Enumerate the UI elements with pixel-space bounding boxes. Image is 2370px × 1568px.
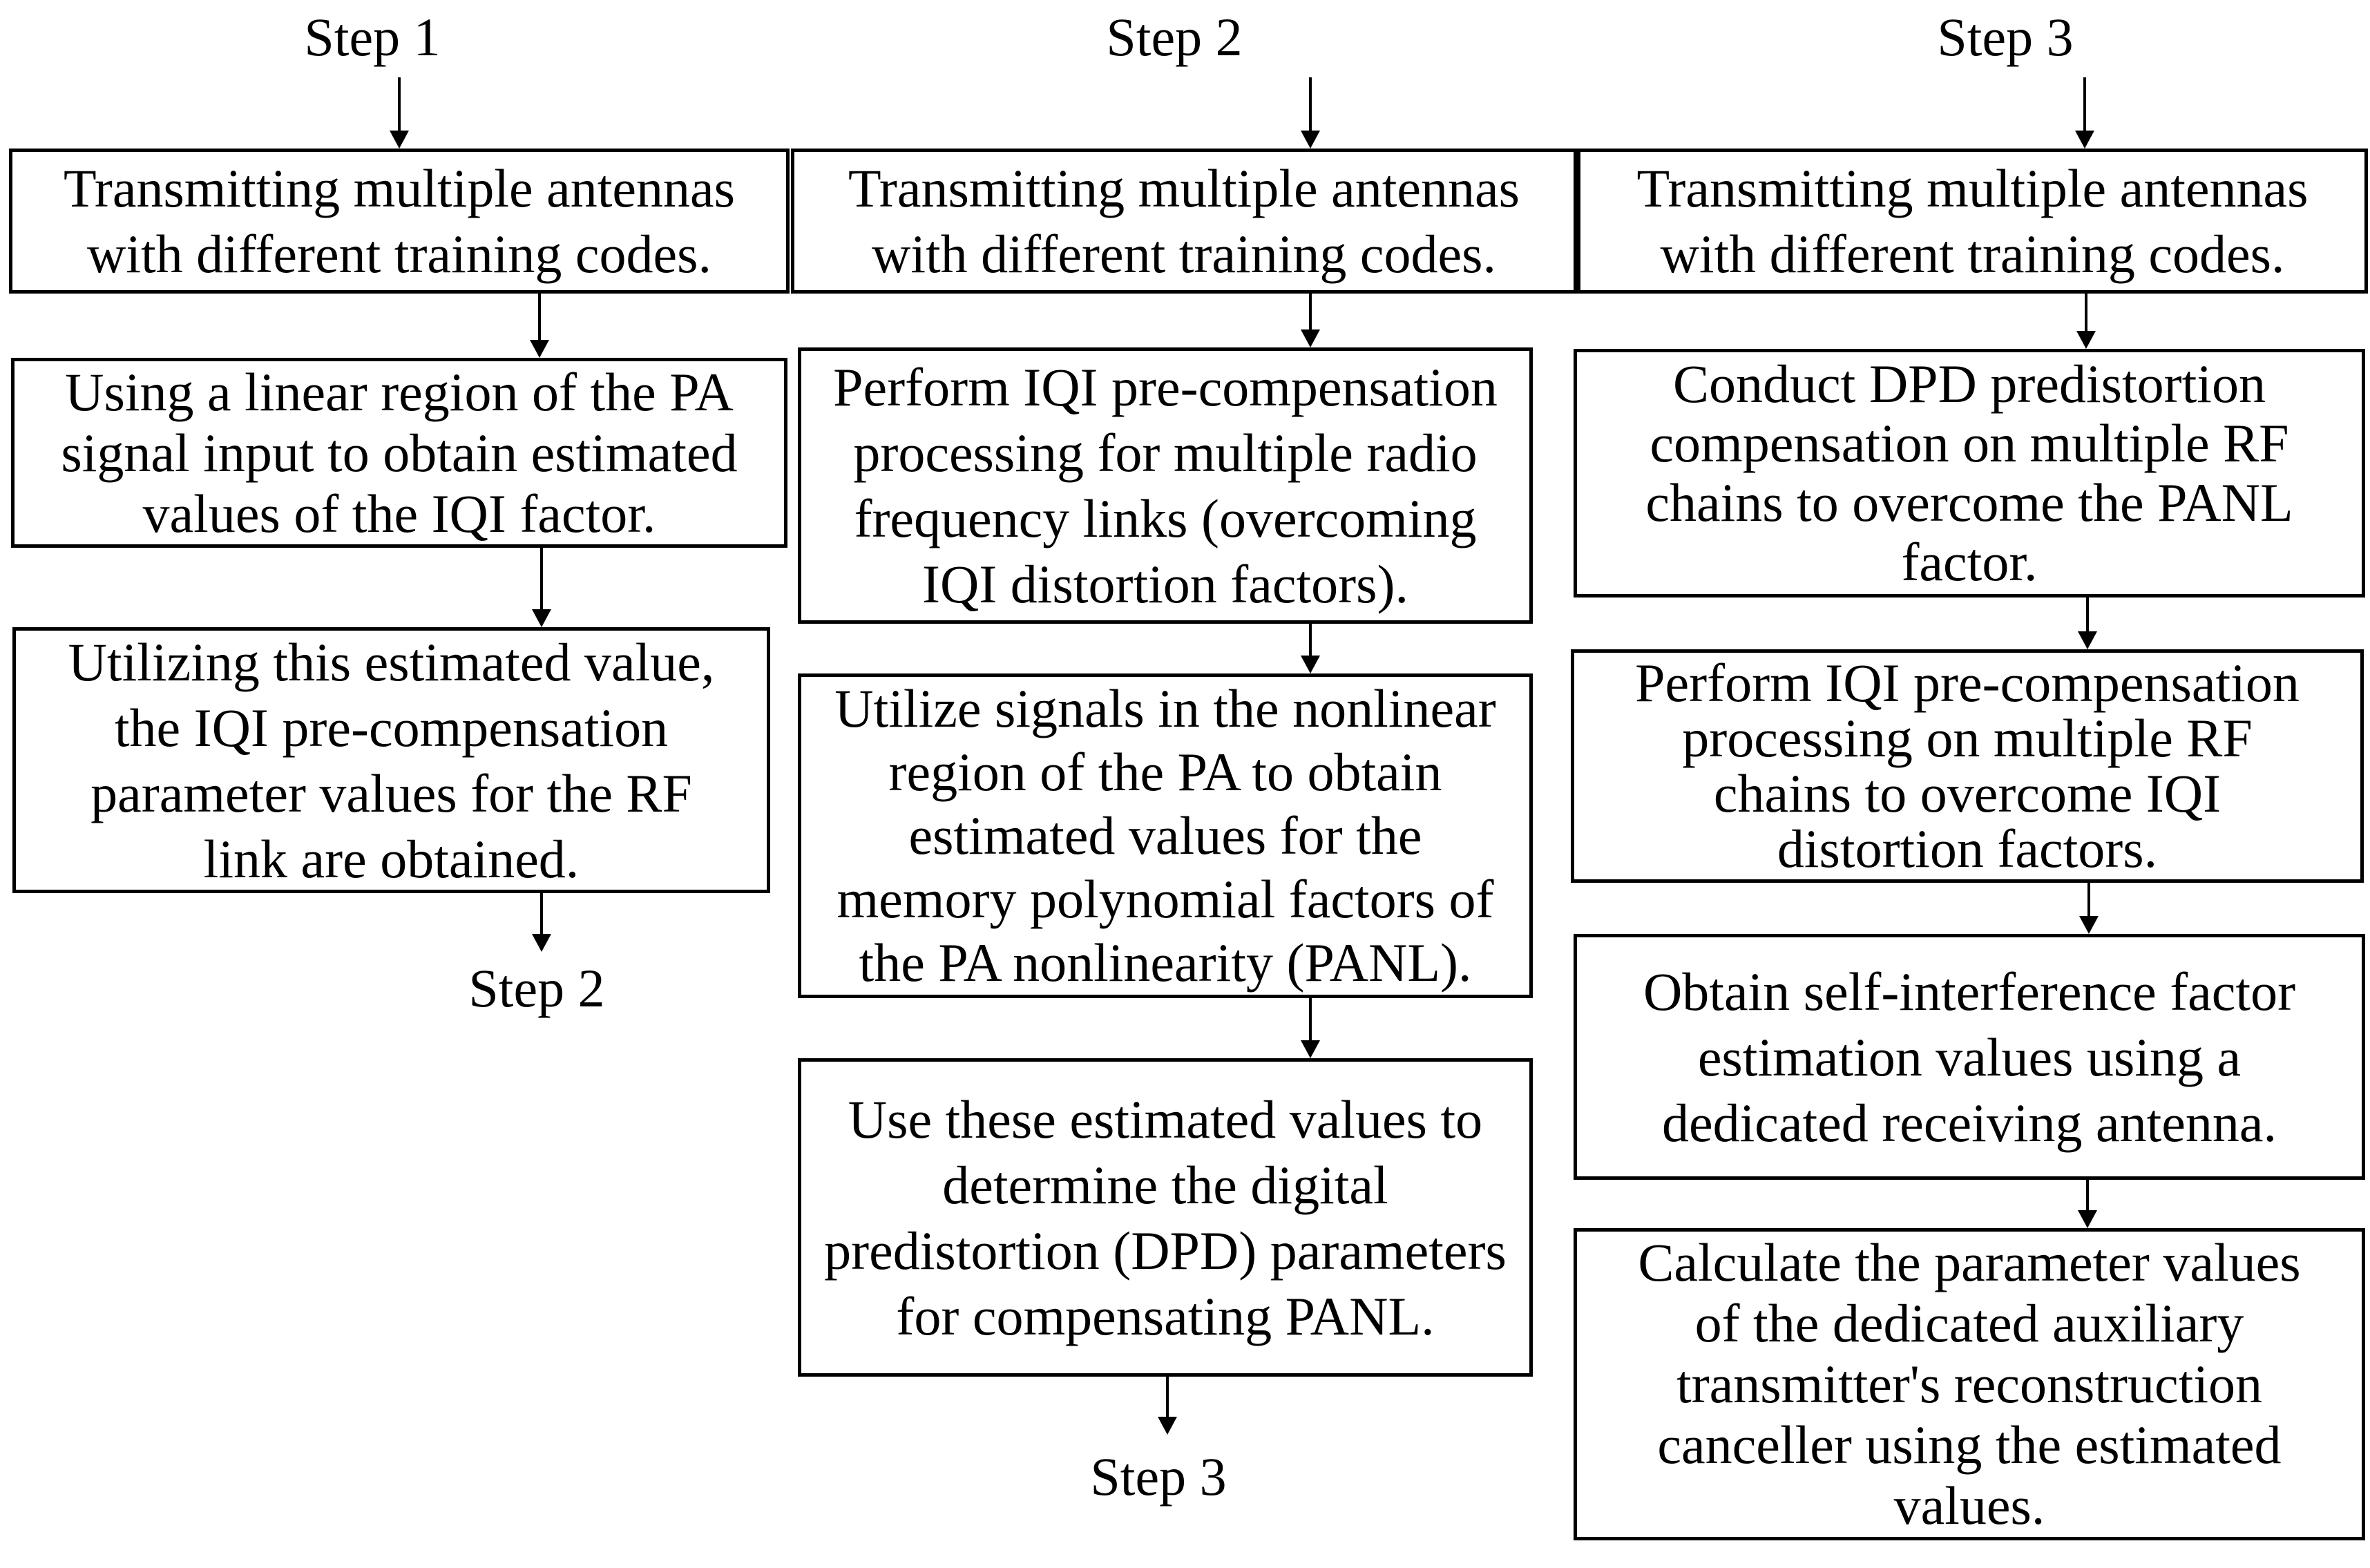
arrow-head <box>2078 631 2097 649</box>
flow-box-col1-linear-region: Using a linear region of the PA signal i… <box>11 358 787 548</box>
step-header-1: Step 1 <box>304 7 441 67</box>
arrow-shaft <box>1309 294 1312 332</box>
arrow-shaft <box>1309 998 1312 1043</box>
arrow-head <box>2079 916 2099 934</box>
arrow-head <box>390 131 409 149</box>
flow-box-col2-transmit: Transmitting multiple antennas with diff… <box>791 149 1577 294</box>
step-footer-2: Step 3 <box>1090 1446 1227 1507</box>
arrow-head <box>2076 331 2096 349</box>
arrow-shaft <box>540 548 543 612</box>
arrow-head <box>1301 656 1320 673</box>
arrow-down-icon <box>532 548 551 627</box>
arrow-shaft <box>1166 1377 1169 1419</box>
arrow-down-icon <box>1301 624 1320 673</box>
flow-box-col3-transmit: Transmitting multiple antennas with diff… <box>1577 149 2368 294</box>
arrow-shaft <box>2085 294 2087 334</box>
arrow-shaft <box>1309 624 1312 658</box>
arrow-head <box>2078 1210 2097 1228</box>
arrow-shaft <box>2086 1180 2089 1213</box>
arrow-down-icon <box>2076 294 2096 349</box>
arrow-head <box>532 609 551 627</box>
flow-box-col3-self-interference: Obtain self-interference factor estimati… <box>1574 934 2365 1180</box>
arrow-down-icon <box>1301 294 1320 347</box>
arrow-head <box>1158 1417 1177 1435</box>
arrow-down-icon <box>2078 597 2097 649</box>
flow-box-col3-canceller: Calculate the parameter values of the de… <box>1574 1228 2365 1540</box>
arrow-head <box>1301 1040 1320 1058</box>
arrow-shaft <box>1309 77 1312 133</box>
flow-box-col3-dpd-compensation: Conduct DPD predistortion compensation o… <box>1574 349 2365 597</box>
arrow-shaft <box>538 294 541 343</box>
arrow-shaft <box>2086 597 2089 634</box>
flow-box-col3-iqi-precomp: Perform IQI pre-compensation processing … <box>1571 649 2364 883</box>
flow-box-col2-dpd-parameters: Use these estimated values to determine … <box>798 1058 1533 1377</box>
arrow-down-icon <box>2078 1180 2097 1228</box>
flow-box-col2-iqi-precomp: Perform IQI pre-compensation processing … <box>798 347 1533 624</box>
arrow-head <box>530 340 549 358</box>
arrow-head <box>2075 131 2094 149</box>
flow-box-col1-transmit: Transmitting multiple antennas with diff… <box>9 149 790 294</box>
arrow-down-icon <box>1158 1377 1177 1435</box>
step-header-2: Step 2 <box>1106 7 1243 67</box>
flow-box-col2-nonlinear: Utilize signals in the nonlinear region … <box>798 673 1533 998</box>
arrow-head <box>532 934 551 952</box>
arrow-down-icon <box>530 294 549 358</box>
arrow-shaft <box>2087 883 2090 919</box>
arrow-head <box>1301 329 1320 347</box>
arrow-down-icon <box>390 77 409 149</box>
arrow-down-icon <box>2079 883 2099 934</box>
arrow-shaft <box>2083 77 2086 133</box>
arrow-shaft <box>398 77 401 133</box>
arrow-down-icon <box>1301 998 1320 1058</box>
arrow-down-icon <box>1301 77 1320 149</box>
step-footer-1: Step 2 <box>468 958 605 1018</box>
step-header-3: Step 3 <box>1937 7 2074 67</box>
arrow-down-icon <box>2075 77 2094 149</box>
arrow-down-icon <box>532 893 551 952</box>
arrow-head <box>1301 131 1320 149</box>
arrow-shaft <box>540 893 543 937</box>
flow-box-col1-iqi-parameters: Utilizing this estimated value, the IQI … <box>12 627 770 893</box>
